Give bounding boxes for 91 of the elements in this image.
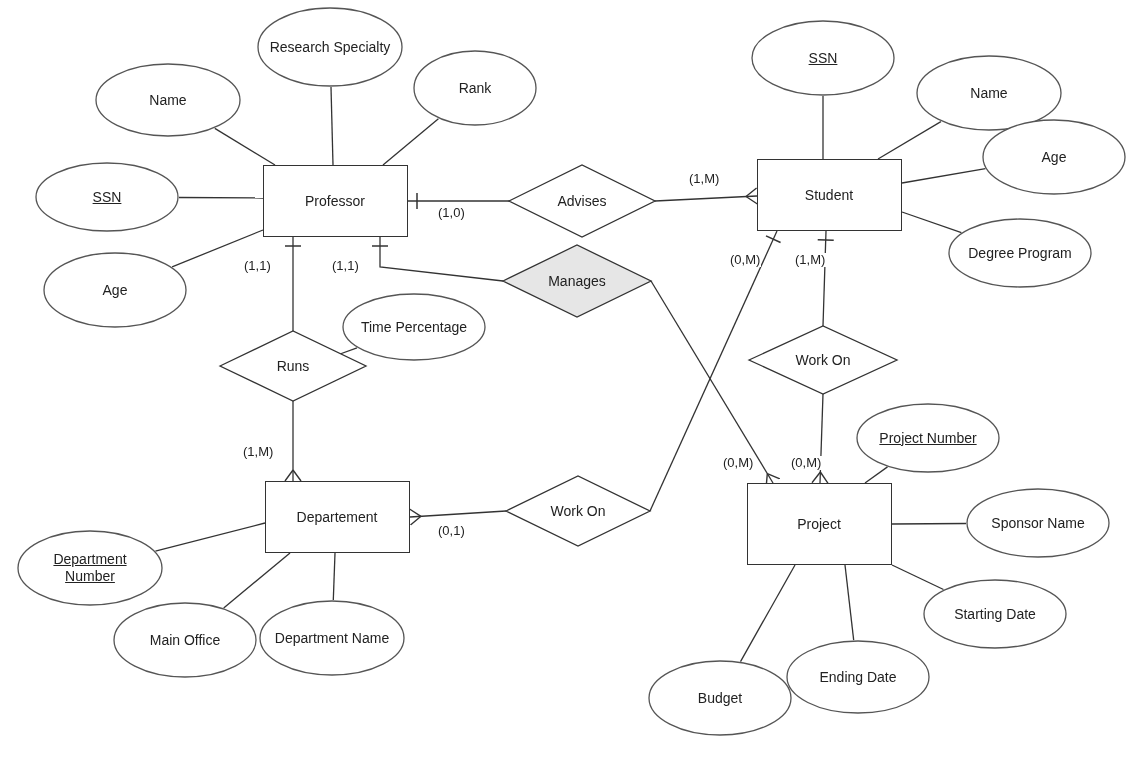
attribute-name: Time Percentage (360, 318, 468, 336)
connector-line (901, 168, 987, 184)
relationship-name: Advises (557, 192, 607, 210)
attribute-name: SSN (92, 188, 122, 206)
connector-line (154, 522, 266, 552)
connector-line (339, 347, 358, 355)
connector-line (178, 196, 264, 199)
attribute-name: Project Number (879, 429, 977, 447)
relationship-connector (654, 187, 759, 205)
attribute-name: Main Office (149, 631, 221, 649)
attribute-ellipse (35, 162, 179, 232)
relationship-diamond (506, 476, 650, 546)
attribute-name: Name (970, 84, 1008, 102)
connector-line (891, 522, 967, 525)
connector-line (891, 564, 945, 591)
relationship-connector (408, 508, 507, 526)
attribute-name: Age (102, 281, 128, 299)
attribute-name: Budget (697, 689, 743, 707)
cardinality-label: (1,M) (794, 253, 827, 268)
entity-name: Professor (305, 192, 365, 210)
relationship-connector (649, 230, 782, 512)
relationship-connector (407, 192, 511, 210)
relationship-connector (284, 236, 302, 332)
entity-name: Departement (296, 508, 378, 526)
relationship-connector (811, 393, 829, 484)
connector-line (877, 120, 942, 160)
attribute-ellipse (257, 7, 403, 87)
attribute-name: SSN (808, 49, 838, 67)
entity-name: Student (804, 186, 854, 204)
connector-line (864, 466, 889, 484)
connector-line (382, 118, 440, 166)
attribute-ellipse (43, 252, 187, 328)
relationship-name: Work On (795, 351, 851, 369)
attribute-ellipse (966, 488, 1110, 558)
relationship-connector (284, 400, 302, 482)
connector-line (214, 127, 276, 166)
attribute-ellipse (95, 63, 241, 137)
attribute-name: Ending Date (819, 668, 897, 686)
attribute-name: Department Number (52, 551, 128, 585)
relationship-connector (371, 236, 504, 282)
attribute-name: Research Specialty (269, 38, 391, 56)
attribute-ellipse (948, 218, 1092, 288)
relationship-name: Runs (276, 357, 310, 375)
attribute-ellipse (923, 579, 1067, 649)
entity-box (746, 483, 892, 565)
attribute-name: Rank (458, 79, 492, 97)
attribute-ellipse (259, 600, 405, 676)
cardinality-label: (1,1) (331, 259, 360, 274)
entity-box (264, 481, 410, 553)
cardinality-label: (0,M) (790, 456, 823, 471)
attribute-name: Degree Program (968, 244, 1072, 262)
connector-line (223, 552, 291, 609)
relationship-diamond (220, 331, 366, 401)
cardinality-label: (1,M) (688, 172, 721, 187)
connector-line (739, 564, 796, 663)
entity-box (262, 165, 408, 237)
relationship-diamond (509, 165, 655, 237)
attribute-ellipse (17, 530, 163, 606)
attribute-name: Name (149, 91, 187, 109)
relationship-name: Work On (550, 502, 606, 520)
attribute-ellipse (786, 640, 930, 714)
cardinality-label: (0,1) (437, 524, 466, 539)
attribute-ellipse (648, 660, 792, 736)
connector-line (171, 229, 264, 268)
connector-line (822, 95, 824, 160)
cardinality-label: (1,0) (437, 206, 466, 221)
cardinality-label: (0,M) (729, 253, 762, 268)
cardinality-label: (0,M) (722, 456, 755, 471)
entity-name: Project (797, 515, 841, 533)
attribute-ellipse (916, 55, 1062, 131)
cardinality-label: (1,M) (242, 445, 275, 460)
attribute-name: Starting Date (954, 605, 1036, 623)
attribute-ellipse (342, 293, 486, 361)
attribute-name: Sponsor Name (991, 514, 1085, 532)
connector-line (330, 86, 334, 166)
relationship-name: Manages (548, 272, 606, 290)
connector-line (332, 552, 336, 601)
attribute-name: Department Name (274, 629, 390, 647)
cardinality-label: (1,1) (243, 259, 272, 274)
attribute-name: Age (1041, 148, 1067, 166)
attribute-ellipse (413, 50, 537, 126)
attribute-ellipse (113, 602, 257, 678)
relationship-diamond (503, 245, 651, 317)
relationship-diamond (749, 326, 897, 394)
connector-line (844, 564, 855, 641)
connector-line (901, 211, 963, 234)
attribute-ellipse (751, 20, 895, 96)
entity-box (756, 159, 902, 231)
attribute-ellipse (982, 119, 1126, 195)
relationship-connector (816, 230, 835, 327)
attribute-ellipse (856, 403, 1000, 473)
